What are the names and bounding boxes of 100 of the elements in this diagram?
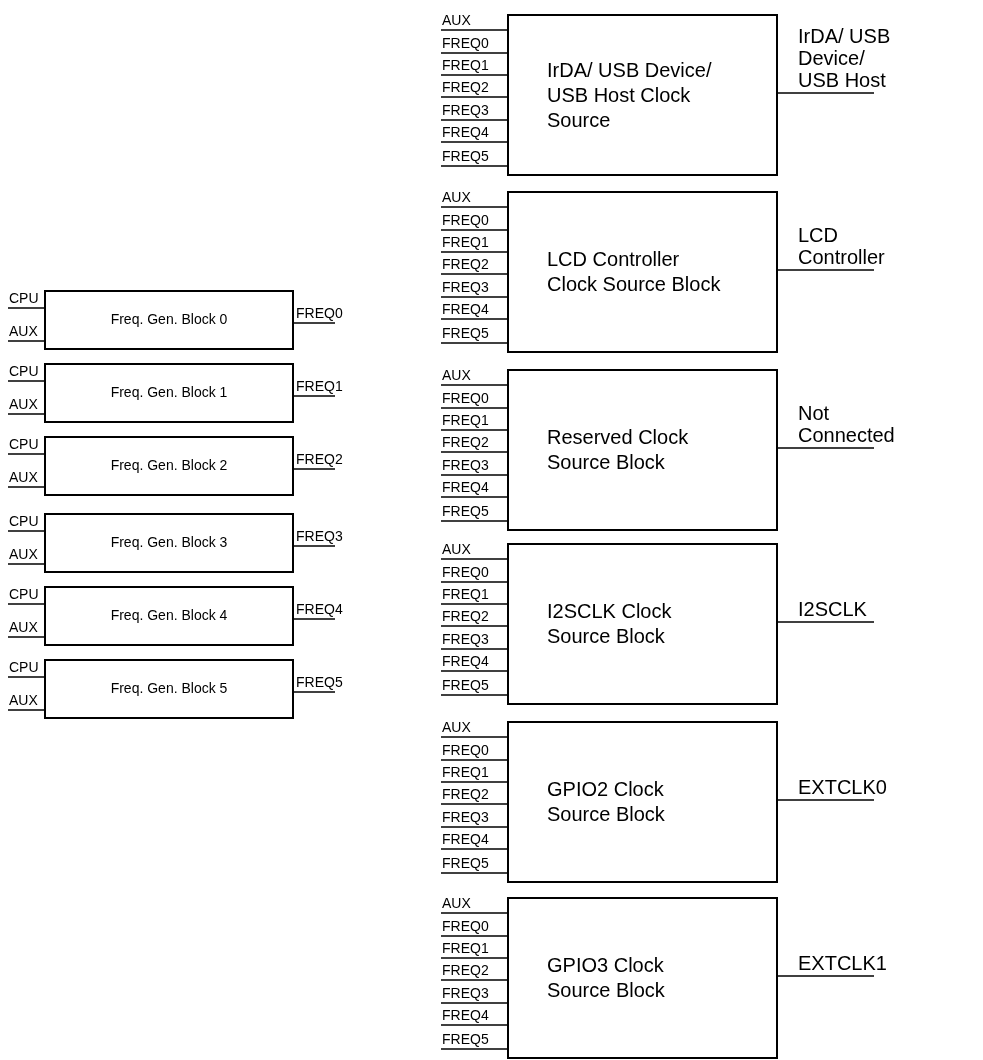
output-line — [777, 92, 875, 94]
input-line — [440, 141, 508, 143]
output-line — [293, 468, 336, 470]
input-line — [440, 52, 508, 54]
input-line — [7, 380, 45, 382]
input-line — [440, 496, 508, 498]
input-line — [440, 1024, 508, 1026]
output-line — [777, 447, 875, 449]
output-line — [777, 621, 875, 623]
input-line — [440, 229, 508, 231]
generator-block — [44, 513, 294, 573]
clock-source-block — [507, 897, 778, 1059]
input-line — [7, 530, 45, 532]
signal-label: FREQ4 — [296, 601, 343, 617]
input-line — [440, 670, 508, 672]
signal-label: AUX — [9, 619, 38, 635]
signal-label: FREQ0 — [442, 390, 489, 406]
input-line — [440, 581, 508, 583]
signal-label: CPU — [9, 290, 39, 306]
output-line — [293, 395, 336, 397]
signal-label: AUX — [442, 541, 471, 557]
signal-label: FREQ0 — [442, 212, 489, 228]
block-label: Freq. Gen. Block 5 — [110, 680, 228, 698]
signal-label: FREQ2 — [442, 608, 489, 624]
input-line — [440, 474, 508, 476]
input-line — [7, 709, 45, 711]
generator-block — [44, 290, 294, 350]
signal-label: FREQ0 — [442, 564, 489, 580]
clock-source-block — [507, 369, 778, 531]
input-line — [440, 165, 508, 167]
input-line — [440, 429, 508, 431]
input-line — [440, 736, 508, 738]
block-label: Freq. Gen. Block 1 — [110, 384, 228, 402]
input-line — [440, 296, 508, 298]
signal-label: FREQ1 — [296, 378, 343, 394]
block-label: GPIO3 Clock Source Block — [547, 953, 666, 1003]
generator-block — [44, 436, 294, 496]
signal-label: FREQ5 — [442, 1031, 489, 1047]
input-line — [7, 676, 45, 678]
signal-label: AUX — [442, 367, 471, 383]
block-label: Freq. Gen. Block 2 — [110, 457, 228, 475]
signal-label: EXTCLK1 — [798, 952, 888, 974]
signal-label: FREQ5 — [442, 325, 489, 341]
signal-label: FREQ2 — [296, 451, 343, 467]
signal-label: FREQ3 — [442, 985, 489, 1001]
signal-label: FREQ4 — [442, 831, 489, 847]
input-line — [440, 74, 508, 76]
clock-source-block — [507, 191, 778, 353]
output-line — [777, 975, 875, 977]
signal-label: FREQ2 — [442, 256, 489, 272]
clock-source-block — [507, 14, 778, 176]
input-line — [440, 1002, 508, 1004]
block-label: I2SCLK Clock Source Block — [547, 599, 673, 649]
input-line — [7, 413, 45, 415]
input-line — [440, 1048, 508, 1050]
output-line — [777, 269, 875, 271]
input-line — [440, 520, 508, 522]
signal-label: FREQ3 — [442, 279, 489, 295]
signal-label: FREQ2 — [442, 79, 489, 95]
input-line — [440, 694, 508, 696]
input-line — [7, 636, 45, 638]
input-line — [440, 979, 508, 981]
signal-label: CPU — [9, 586, 39, 602]
generator-block — [44, 363, 294, 423]
signal-label: EXTCLK0 — [798, 776, 888, 798]
input-line — [440, 558, 508, 560]
input-line — [440, 957, 508, 959]
block-label: Freq. Gen. Block 3 — [110, 534, 228, 552]
signal-label: FREQ2 — [442, 786, 489, 802]
input-line — [440, 648, 508, 650]
clock-source-block — [507, 543, 778, 705]
output-line — [293, 618, 336, 620]
input-line — [440, 912, 508, 914]
input-line — [7, 486, 45, 488]
signal-label: FREQ3 — [296, 528, 343, 544]
signal-label: AUX — [442, 189, 471, 205]
generator-block — [44, 659, 294, 719]
signal-label: FREQ1 — [442, 940, 489, 956]
signal-label: FREQ4 — [442, 124, 489, 140]
signal-label: AUX — [9, 546, 38, 562]
input-line — [440, 273, 508, 275]
signal-label: AUX — [442, 719, 471, 735]
signal-label: AUX — [9, 323, 38, 339]
block-label: Freq. Gen. Block 0 — [110, 311, 228, 329]
signal-label: CPU — [9, 363, 39, 379]
input-line — [7, 453, 45, 455]
signal-label: FREQ3 — [442, 631, 489, 647]
signal-label: AUX — [442, 895, 471, 911]
block-label: IrDA/ USB Device/ USB Host Clock Source — [547, 57, 713, 133]
signal-label: CPU — [9, 659, 39, 675]
signal-label: FREQ3 — [442, 102, 489, 118]
output-line — [293, 545, 336, 547]
block-label: GPIO2 Clock Source Block — [547, 777, 666, 827]
signal-label: CPU — [9, 513, 39, 529]
input-line — [440, 96, 508, 98]
signal-label: FREQ5 — [296, 674, 343, 690]
signal-label: FREQ0 — [442, 35, 489, 51]
output-line — [293, 322, 336, 324]
input-line — [440, 759, 508, 761]
block-label: Freq. Gen. Block 4 — [110, 607, 228, 625]
